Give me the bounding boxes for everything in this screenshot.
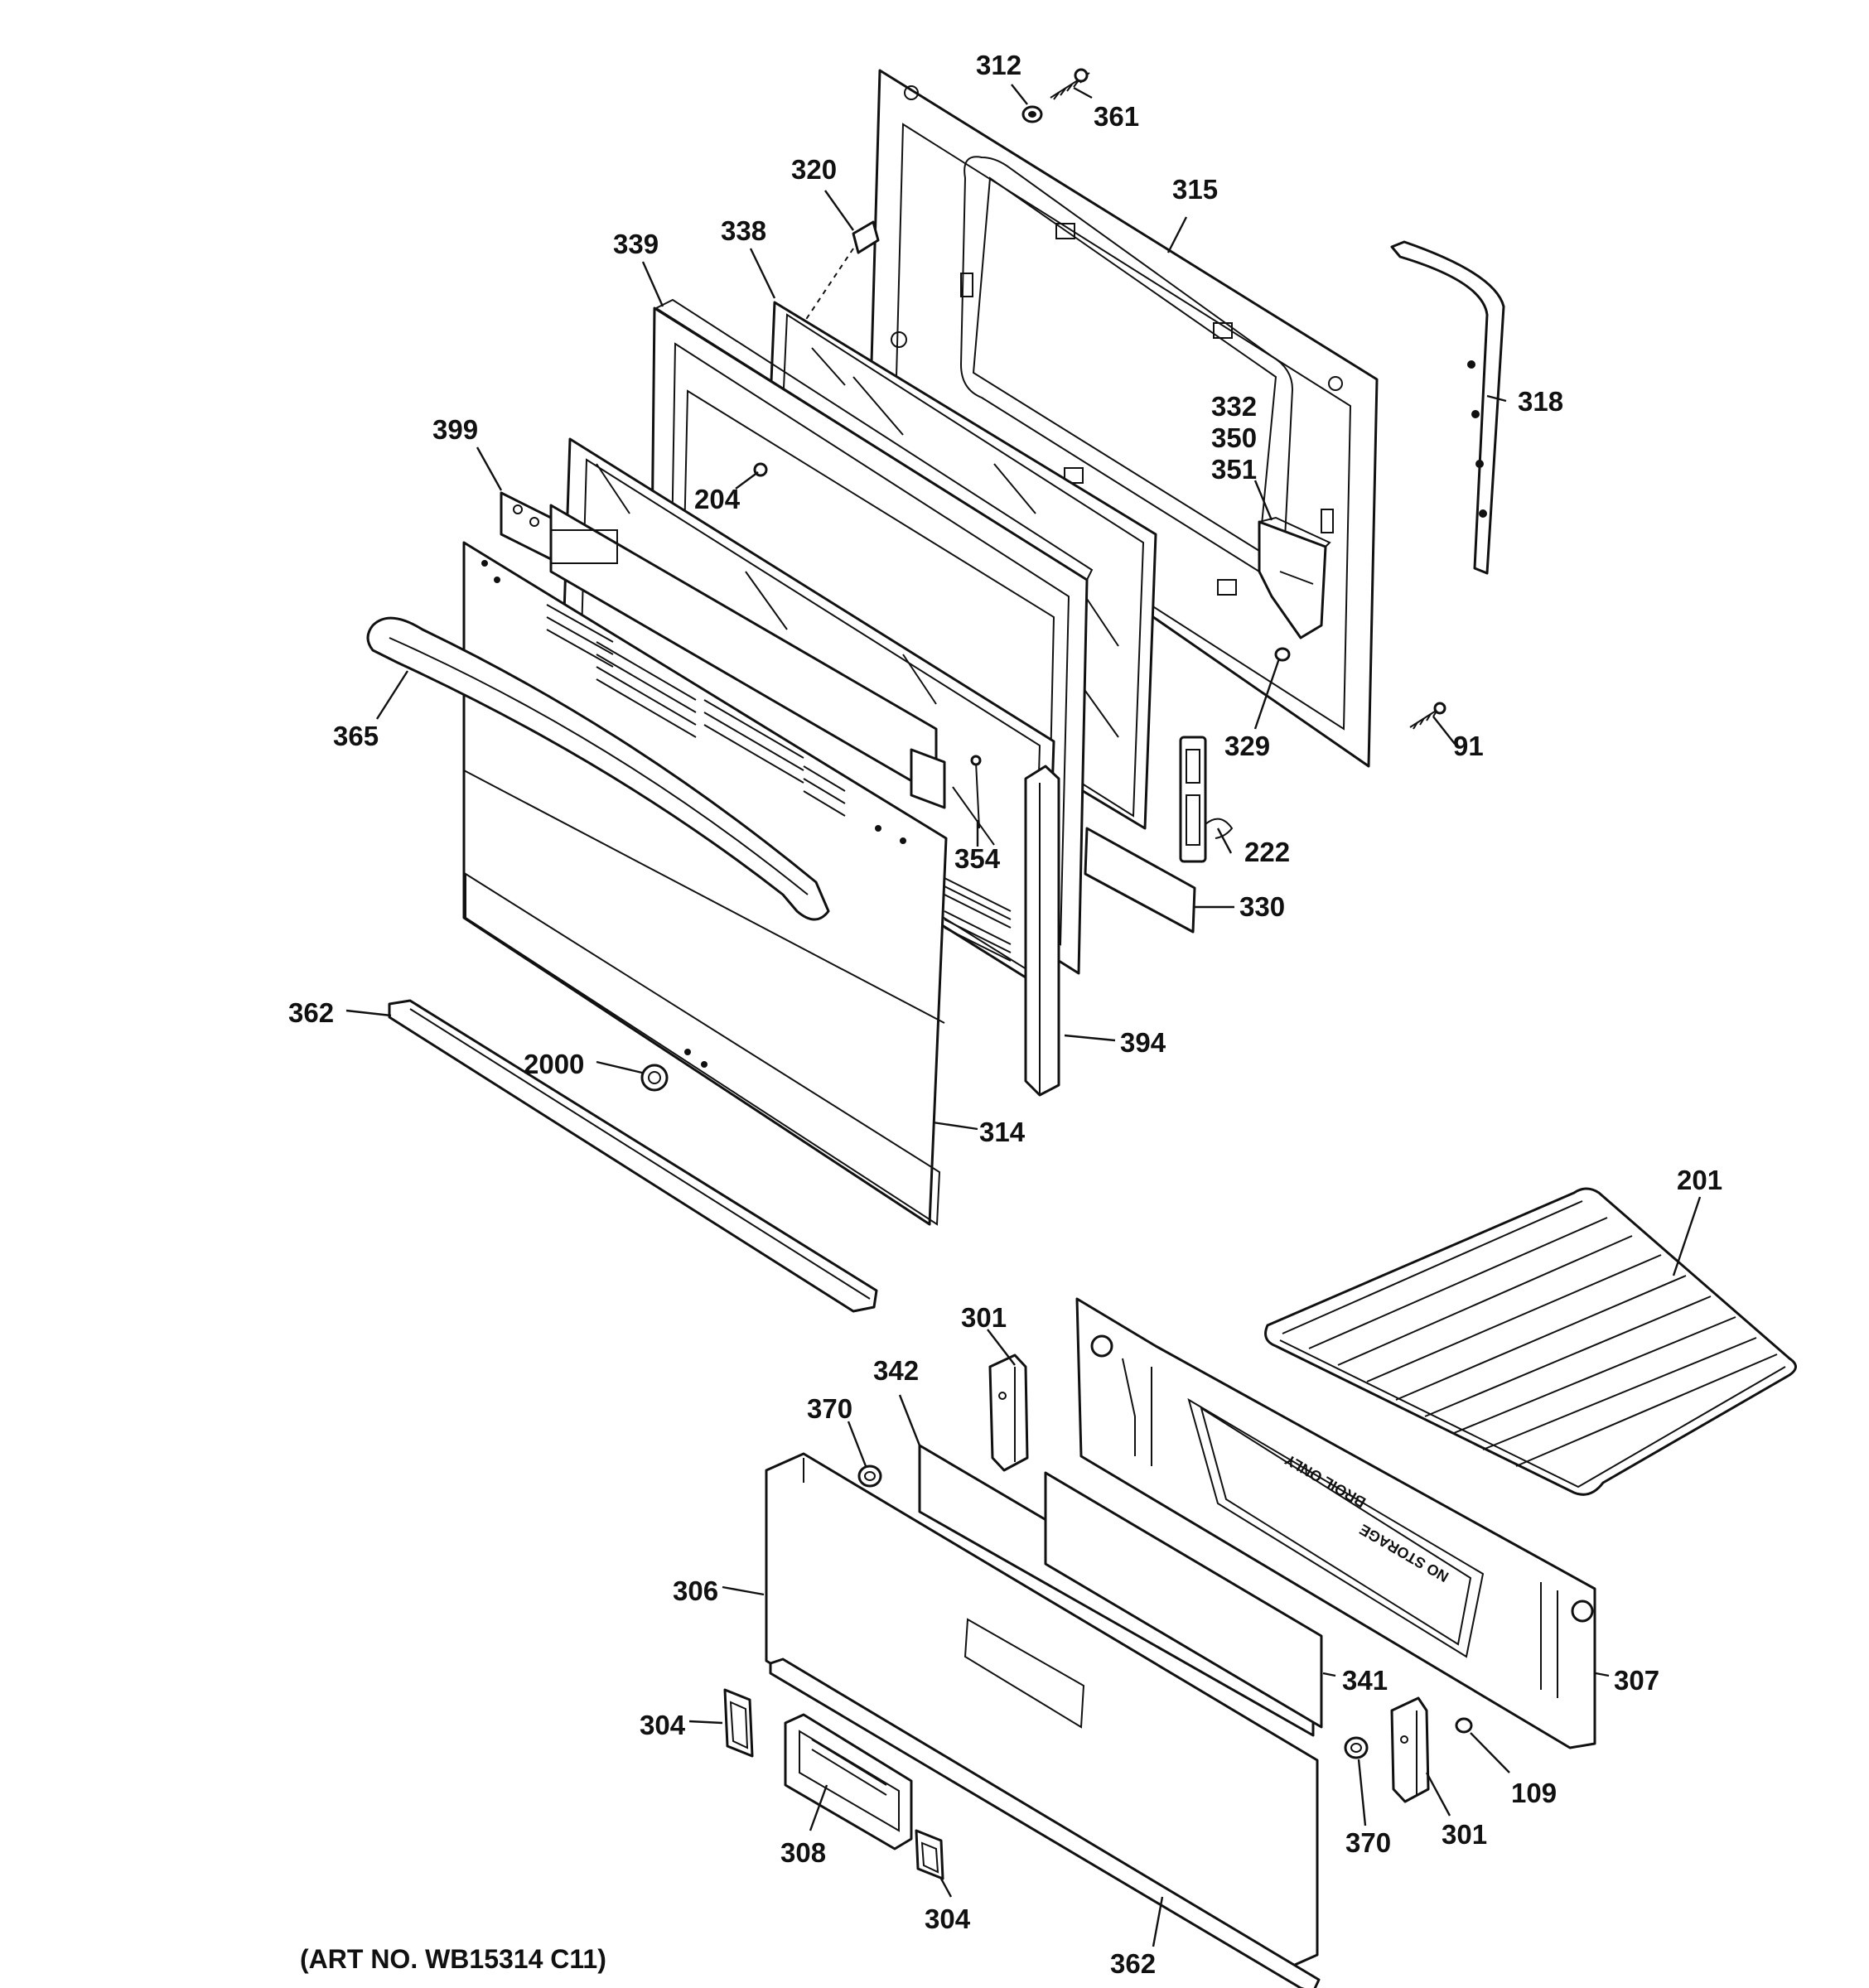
callout-204: 204 — [694, 484, 741, 514]
callout-109: 109 — [1511, 1778, 1557, 1808]
callout-318: 318 — [1518, 386, 1563, 417]
callout-354: 354 — [954, 843, 1001, 874]
nut-312 — [1021, 105, 1043, 123]
callout-362-upper: 362 — [288, 997, 334, 1028]
hinge-222 — [1179, 736, 1234, 863]
leader-lines — [345, 84, 1702, 1947]
callout-329: 329 — [1224, 731, 1270, 761]
callout-350: 350 — [1211, 422, 1257, 453]
callout-338: 338 — [721, 215, 766, 246]
clip-304-left — [723, 1688, 754, 1758]
fastener-329 — [1274, 647, 1291, 662]
pin-354 — [970, 755, 982, 829]
drawer-front-306 — [765, 1452, 1319, 1973]
kick-strip-362-upper — [388, 999, 878, 1313]
door-handle-365 — [366, 616, 830, 921]
callout-370-top: 370 — [807, 1393, 852, 1424]
callout-301-top: 301 — [961, 1302, 1007, 1333]
callout-201: 201 — [1677, 1165, 1722, 1195]
callout-314: 314 — [979, 1117, 1026, 1147]
callout-332: 332 — [1211, 391, 1257, 422]
door-latch-bracket — [1258, 516, 1331, 639]
drawer-handle-308 — [784, 1713, 913, 1850]
vent-duct-399 — [500, 491, 946, 809]
callout-351: 351 — [1211, 454, 1257, 485]
callout-222: 222 — [1244, 837, 1290, 867]
callout-370-bottom: 370 — [1345, 1827, 1391, 1858]
callout-315: 315 — [1172, 174, 1218, 205]
callout-341: 341 — [1342, 1665, 1388, 1696]
insulation-strip — [944, 877, 1012, 962]
callout-365: 365 — [333, 721, 379, 751]
callout-301-bottom: 301 — [1442, 1819, 1487, 1850]
callout-361: 361 — [1094, 101, 1139, 132]
outer-door-panel-314 — [462, 541, 948, 1226]
callout-339: 339 — [613, 229, 659, 259]
kick-strip-362-lower — [769, 1657, 1321, 1988]
washer-109 — [1455, 1717, 1473, 1734]
callout-362-lower: 362 — [1110, 1948, 1156, 1979]
bottom-trim-330 — [1084, 827, 1196, 934]
callout-307: 307 — [1614, 1665, 1659, 1696]
callout-399: 399 — [432, 414, 478, 445]
screw-91 — [1409, 702, 1446, 730]
callout-330: 330 — [1239, 891, 1285, 922]
screw-361 — [1050, 68, 1090, 100]
slide-bracket-301-right — [1390, 1696, 1430, 1803]
broil-rack-201 — [1264, 1187, 1797, 1496]
callout-394: 394 — [1120, 1027, 1166, 1058]
art-number-caption: (ART NO. WB15314 C11) — [300, 1944, 606, 1974]
bumper-370-bottom — [1344, 1736, 1369, 1759]
drawer-back-307 — [1075, 1297, 1596, 1749]
callout-308: 308 — [780, 1837, 826, 1868]
badge-2000 — [640, 1064, 669, 1092]
callout-342: 342 — [873, 1355, 919, 1386]
drawer-liner-341 — [1044, 1471, 1323, 1729]
callout-91: 91 — [1453, 731, 1484, 761]
clip-304-right — [915, 1829, 944, 1880]
door-seal-318 — [1390, 240, 1505, 575]
slide-bracket-301-left — [988, 1353, 1029, 1472]
callout-320: 320 — [791, 154, 837, 185]
callout-304-left: 304 — [640, 1710, 686, 1740]
callout-2000: 2000 — [524, 1049, 584, 1079]
callout-312: 312 — [976, 50, 1021, 80]
side-trim-394 — [1024, 765, 1060, 1097]
bumper-370-top — [857, 1464, 882, 1488]
callout-304-right: 304 — [925, 1904, 971, 1934]
callout-306: 306 — [673, 1575, 718, 1606]
